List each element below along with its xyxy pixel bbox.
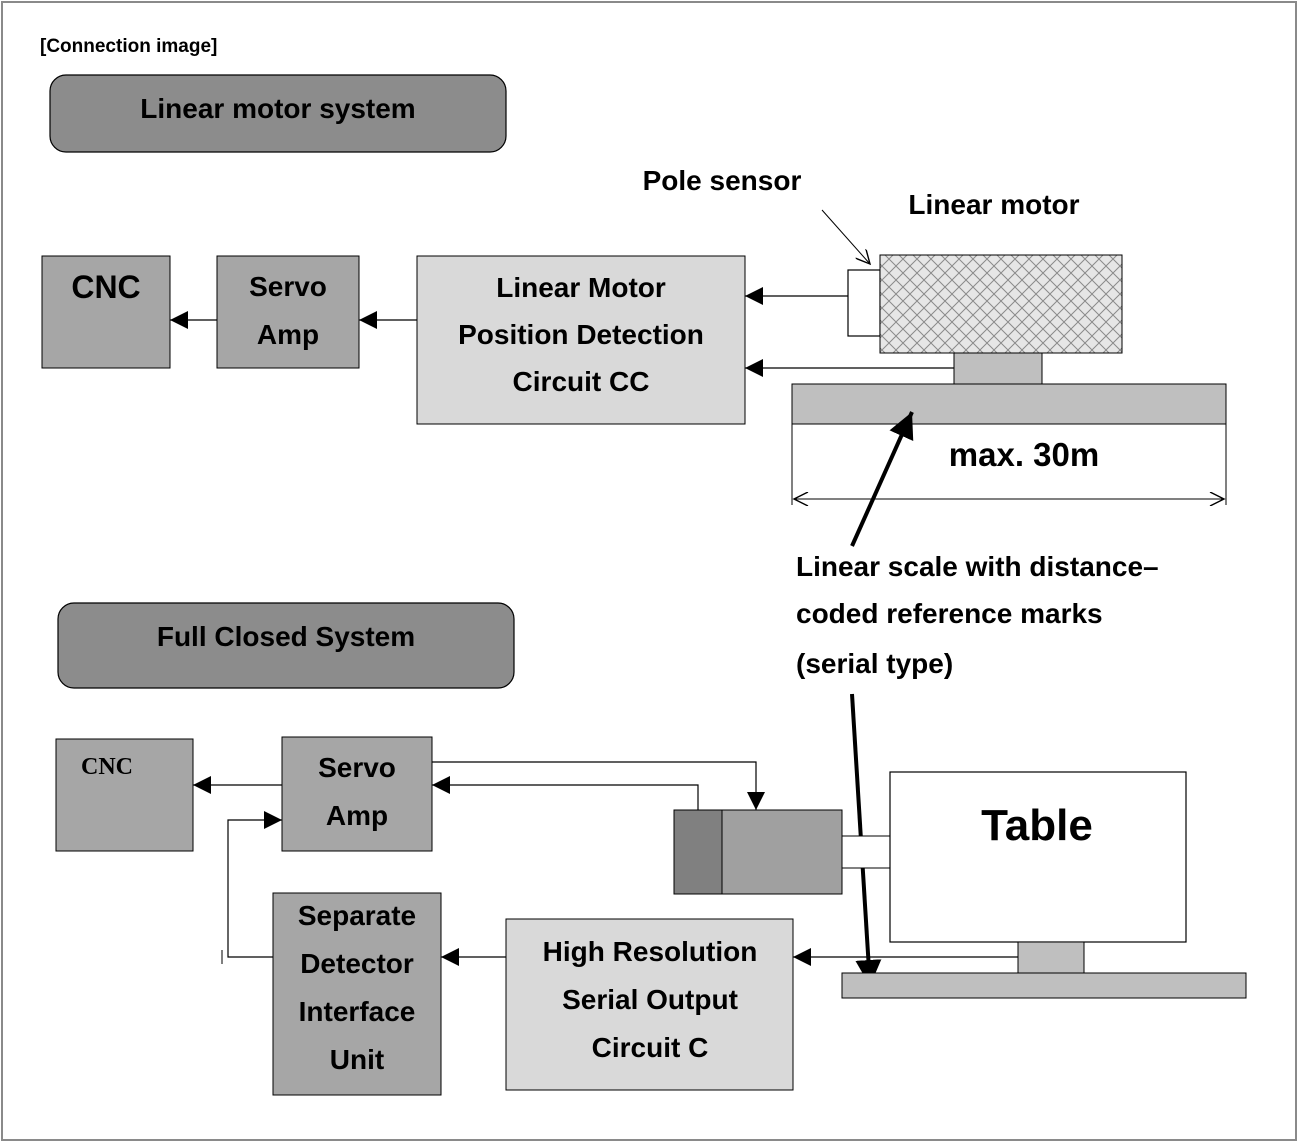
detector-unit-line1: Separate [298, 900, 416, 931]
max-length-label: max. 30m [949, 436, 1099, 473]
closed-servo-amp-line1: Servo [318, 752, 396, 783]
linear-motor-label: Linear motor [908, 189, 1079, 220]
scale-note-line1: Linear scale with distance– [796, 551, 1159, 582]
linear-system-banner [49, 74, 507, 153]
motor-shaft [841, 835, 891, 869]
linear-system-title: Linear motor system [140, 93, 415, 124]
linear-scale-bar [791, 383, 1227, 425]
scale-note-line2: coded reference marks [796, 598, 1103, 629]
detection-circuit-line1: Linear Motor [496, 272, 666, 303]
serial-output-line3: Circuit C [592, 1032, 709, 1063]
servo-motor-body [721, 809, 843, 895]
scale-note-line3: (serial type) [796, 648, 953, 679]
detector-unit-line3: Interface [299, 996, 416, 1027]
closed-servo-amp-line2: Amp [326, 800, 388, 831]
full-closed-banner [57, 602, 515, 689]
table-label: Table [981, 801, 1093, 850]
pole-sensor-pointer [821, 209, 870, 264]
detection-circuit-line3: Circuit CC [513, 366, 650, 397]
detector-unit-line4: Unit [330, 1044, 384, 1075]
arrow-encoder-to-servo [432, 776, 699, 810]
full-closed-title: Full Closed System [157, 621, 415, 652]
linear-servo-amp-line2: Amp [257, 319, 319, 350]
linear-cnc-label: CNC [71, 269, 140, 305]
linear-cnc-box [41, 255, 171, 369]
scale-pointer-upper [850, 411, 914, 547]
pole-sensor-block [847, 269, 881, 337]
serial-output-line2: Serial Output [562, 984, 738, 1015]
separate-detector-unit-box [272, 892, 442, 1096]
closed-cnc-label: CNC [81, 754, 133, 780]
closed-servo-amp-box [281, 736, 433, 852]
serial-output-line1: High Resolution [543, 936, 758, 967]
linear-motor-body [879, 254, 1123, 354]
table-block [889, 771, 1187, 943]
closed-linear-scale-bar [841, 972, 1247, 999]
detection-circuit-line2: Position Detection [458, 319, 704, 350]
detector-unit-line2: Detector [300, 948, 414, 979]
closed-cnc-box [55, 738, 194, 852]
arrow-detector-to-servo [227, 811, 282, 958]
figure-heading: [Connection image] [40, 36, 217, 57]
serial-output-circuit-box [505, 918, 794, 1091]
motor-encoder-block [673, 809, 723, 895]
linear-servo-amp-box [216, 255, 360, 369]
arrow-servo-to-motor [432, 761, 765, 810]
table-slider [1017, 941, 1085, 974]
position-detection-circuit-box [416, 255, 746, 425]
pole-sensor-label: Pole sensor [643, 165, 802, 196]
linear-motor-slider [953, 352, 1043, 385]
linear-servo-amp-line1: Servo [249, 271, 327, 302]
